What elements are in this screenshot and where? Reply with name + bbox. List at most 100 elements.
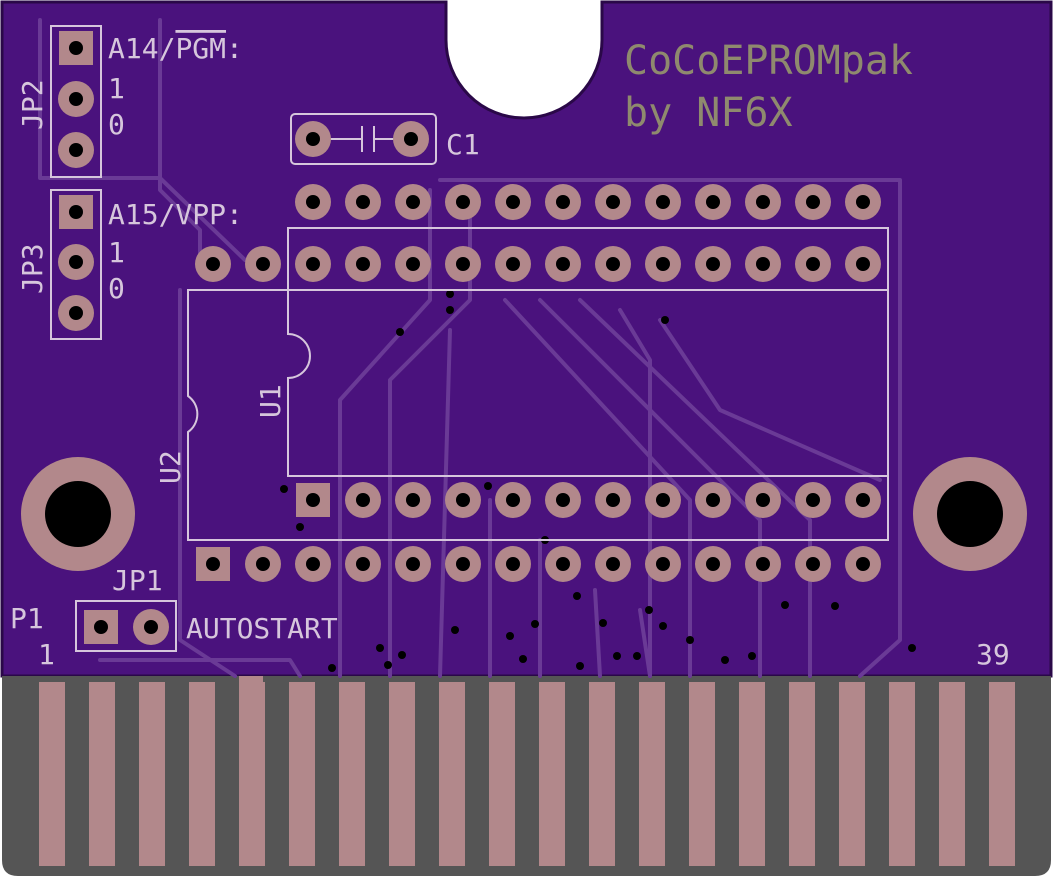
via xyxy=(398,651,406,659)
via xyxy=(781,601,789,609)
via xyxy=(721,656,729,664)
u2-pad-drill xyxy=(756,557,770,571)
jp2-ref: JP2 xyxy=(16,79,49,130)
u2-pad-drill xyxy=(306,557,320,571)
u2-pad-drill xyxy=(806,557,820,571)
mounting-holes xyxy=(21,457,1027,571)
u1-pad-drill xyxy=(806,195,820,209)
jp2-opt0: 0 xyxy=(108,108,125,141)
u2-pad-1-drill xyxy=(206,557,220,571)
u1-pad-drill xyxy=(856,195,870,209)
edge-finger-short xyxy=(239,676,263,820)
via xyxy=(519,655,527,663)
edge-finger xyxy=(39,682,65,866)
u1-pad-drill xyxy=(556,195,570,209)
u2-pad-drill xyxy=(606,557,620,571)
u1-pad-drill xyxy=(706,195,720,209)
board-substrate xyxy=(0,0,1053,678)
u2-ref: U2 xyxy=(154,450,187,484)
jp2-outline xyxy=(50,25,102,178)
edge-finger xyxy=(639,682,665,866)
jp3-opt0: 0 xyxy=(108,272,125,305)
via xyxy=(686,636,694,644)
u2-u1-pad-drill xyxy=(406,257,420,271)
u1-pad-drill xyxy=(706,493,720,507)
jp2-function-overbar: PGM xyxy=(175,32,226,65)
edge-finger xyxy=(439,682,465,866)
jp1-pad-2-drill xyxy=(144,620,158,634)
edge-finger xyxy=(139,682,165,866)
via xyxy=(296,523,304,531)
via xyxy=(531,620,539,628)
u1-pad-drill xyxy=(506,195,520,209)
jp3-pad-3-drill xyxy=(69,306,83,320)
u2-pad-drill xyxy=(656,557,670,571)
u1-pad-drill xyxy=(456,493,470,507)
via xyxy=(376,644,384,652)
via xyxy=(573,592,581,600)
edge-finger xyxy=(689,682,715,866)
via xyxy=(446,290,454,298)
p1-pin-last: 39 xyxy=(976,638,1010,671)
p1-ref: P1 xyxy=(10,602,44,635)
edge-finger xyxy=(389,682,415,866)
u2-pad-drill xyxy=(556,557,570,571)
jp1-outline xyxy=(75,600,177,652)
pads xyxy=(58,31,881,645)
jp3-outline xyxy=(50,189,102,340)
u2-pad-drill xyxy=(506,557,520,571)
jp3-function: A15/VPP: xyxy=(108,198,243,231)
via xyxy=(599,619,607,627)
edge-finger xyxy=(789,682,815,866)
logo-line1: CoCoEPROMpak xyxy=(624,38,913,84)
u1-pad-drill xyxy=(356,493,370,507)
via xyxy=(613,652,621,660)
u2-outline xyxy=(187,289,889,541)
jp1-pad-1-drill xyxy=(94,620,108,634)
c1-ref: C1 xyxy=(446,128,480,161)
via xyxy=(748,652,756,660)
u1-pad-drill xyxy=(306,195,320,209)
jp2-function: A14/PGM: xyxy=(108,32,243,65)
u1-pad-drill xyxy=(806,493,820,507)
via xyxy=(831,602,839,610)
silkscreen-text: CoCoEPROMpak by NF6X JP2 A14/PGM: 1 0 JP… xyxy=(10,32,1010,671)
vias xyxy=(280,290,916,672)
jp2-opt1: 1 xyxy=(108,72,125,105)
u2-pad-drill xyxy=(856,557,870,571)
jp1-ref: JP1 xyxy=(112,564,163,597)
u2-u1-pad-drill xyxy=(206,257,220,271)
via xyxy=(659,622,667,630)
u2-u1-pad-drill xyxy=(806,257,820,271)
u2-u1-pad-drill xyxy=(306,257,320,271)
u2-u1-pad-drill xyxy=(756,257,770,271)
via xyxy=(484,482,492,490)
u1-pad-1-drill xyxy=(306,493,320,507)
u2-u1-pad-drill xyxy=(506,257,520,271)
u2-u1-pad-drill xyxy=(606,257,620,271)
u2-u1-pad-drill xyxy=(456,257,470,271)
edge-connector-fingers xyxy=(39,676,1015,866)
via xyxy=(908,644,916,652)
via xyxy=(384,661,392,669)
via xyxy=(661,316,669,324)
jp2-pad-1-drill xyxy=(69,41,83,55)
c1-outline xyxy=(290,113,437,165)
u2-pad-drill xyxy=(356,557,370,571)
jp2-pad-3-drill xyxy=(69,143,83,157)
jp3-pad-2-drill xyxy=(69,255,83,269)
c1-pad-1-drill xyxy=(306,132,320,146)
u1-pad-drill xyxy=(756,493,770,507)
edge-finger xyxy=(339,682,365,866)
p1-pin-first: 1 xyxy=(38,638,55,671)
u2-u1-pad-drill xyxy=(656,257,670,271)
edge-finger xyxy=(589,682,615,866)
jp2-function-a: A14/ xyxy=(108,32,175,65)
u1-pad-drill xyxy=(656,195,670,209)
u2-u1-pad-drill xyxy=(356,257,370,271)
edge-finger xyxy=(289,682,315,866)
via xyxy=(633,652,641,660)
edge-finger xyxy=(739,682,765,866)
edge-finger xyxy=(939,682,965,866)
